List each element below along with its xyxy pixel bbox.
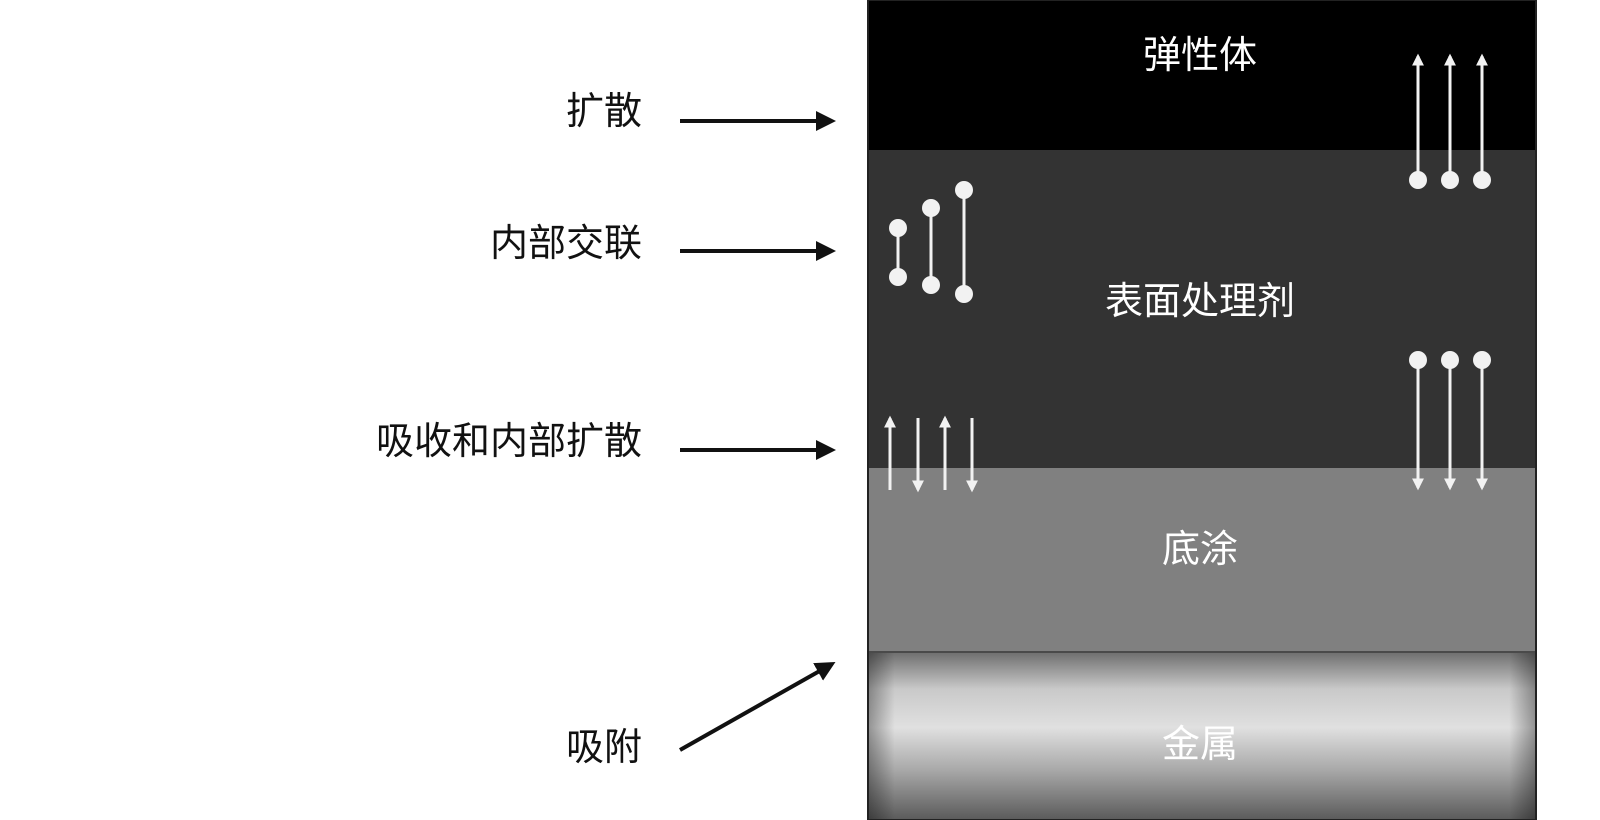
molecule-dot	[922, 276, 940, 294]
upward-diffusion-molecules	[1409, 53, 1491, 189]
molecule-dot	[1473, 351, 1491, 369]
exchange-arrows	[884, 415, 978, 493]
layer-stack-border	[867, 0, 1537, 820]
molecule-dot	[955, 285, 973, 303]
molecule-dot	[889, 268, 907, 286]
molecule-dot	[922, 199, 940, 217]
downward-diffusion-molecules	[1409, 351, 1491, 491]
adsorption-arrow	[679, 662, 836, 752]
crosslinked-molecules	[889, 181, 973, 303]
molecule-dot	[1441, 171, 1459, 189]
metal-layer-shading	[868, 652, 1536, 820]
process-arrows	[679, 111, 836, 752]
surface-treatment-layer	[868, 150, 1536, 468]
metal-label: 金属	[1161, 722, 1239, 766]
absorption-internal-diffusion-label: 吸收和内部扩散	[375, 419, 642, 463]
adsorption-label: 吸附	[565, 725, 642, 769]
molecule-dot	[955, 181, 973, 199]
molecule-dot	[1441, 351, 1459, 369]
elastomer-label: 弹性体	[1142, 33, 1258, 77]
primer-label: 底涂	[1161, 527, 1239, 571]
molecule-dot	[1409, 171, 1427, 189]
layer-stack	[867, 0, 1537, 820]
primer-layer	[868, 468, 1536, 652]
surface-treatment-label: 表面处理剂	[1104, 279, 1296, 323]
molecule-dot	[1409, 351, 1427, 369]
internal-crosslinking-label: 内部交联	[489, 221, 642, 265]
elastomer-layer	[868, 0, 1536, 150]
molecule-dot	[1473, 171, 1491, 189]
diffusion-label: 扩散	[565, 89, 642, 133]
molecule-dot	[889, 219, 907, 237]
